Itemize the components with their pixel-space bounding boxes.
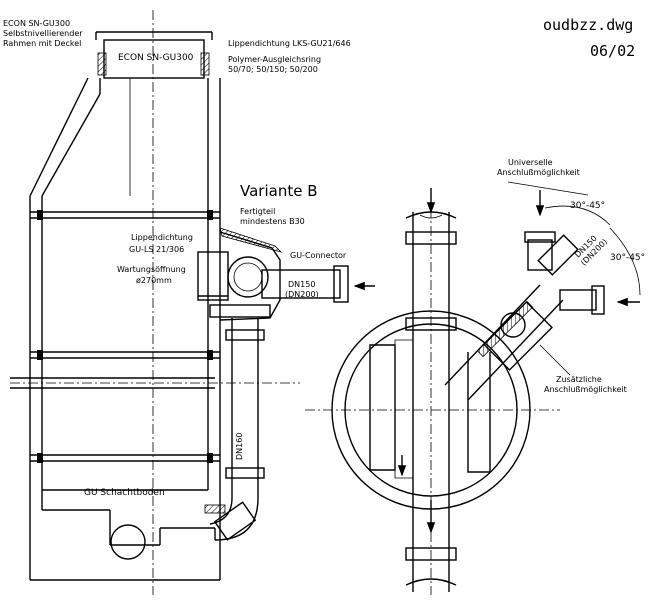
label-dn160: DN160 bbox=[235, 433, 244, 460]
label-maint-2: ø270mm bbox=[136, 276, 172, 285]
label-angle-2: 30°-45° bbox=[610, 253, 645, 263]
label-frame-1: ECON SN-GU300 bbox=[3, 19, 70, 28]
shaft-inner-circle bbox=[344, 323, 518, 497]
label-polymer-1: Polymer-Ausgleichsring bbox=[228, 55, 321, 64]
section-view bbox=[10, 10, 375, 595]
file-name: oudbzz.dwg bbox=[543, 16, 633, 34]
frame-seal-right bbox=[200, 52, 210, 76]
label-universal-2: Anschlußmöglichkeit bbox=[497, 168, 580, 177]
plan-view bbox=[305, 181, 641, 595]
label-shaft-bottom: GU Schachtboden bbox=[84, 488, 165, 498]
label-additional-1: Zusätzliche bbox=[556, 375, 602, 384]
label-dn200: (DN200) bbox=[285, 290, 319, 299]
label-prefab-2: mindestens B30 bbox=[240, 217, 305, 226]
label-frame-2: Selbstnivellierender bbox=[3, 29, 83, 38]
variant-title: Variante B bbox=[240, 182, 318, 200]
label-frame-3: Rahmen mit Deckel bbox=[3, 39, 81, 48]
label-additional-2: Anschlußmöglichkeit bbox=[544, 385, 627, 394]
label-lip-seal-side-1: Lippendichtung bbox=[131, 233, 193, 242]
vertical-pipe bbox=[209, 318, 265, 541]
shaft-bottom bbox=[41, 489, 226, 560]
prefab-housing bbox=[197, 227, 349, 321]
angle-arc-2 bbox=[609, 227, 641, 296]
angle-arc-1 bbox=[544, 205, 611, 226]
label-prefab-1: Fertigteil bbox=[240, 207, 275, 216]
label-lip-seal-side-2: GU-LS 21/306 bbox=[129, 245, 184, 254]
ring-joints bbox=[30, 210, 220, 463]
label-angle-1: 30°-45° bbox=[570, 201, 605, 211]
diagonal-branch bbox=[444, 231, 605, 401]
label-dn150: DN150 bbox=[288, 280, 315, 289]
label-universal-1: Universelle bbox=[508, 158, 553, 167]
label-lip-seal-top: Lippendichtung LKS-GU21/646 bbox=[228, 39, 351, 48]
label-frame-box: ECON SN-GU300 bbox=[118, 53, 194, 63]
frame-seal-left bbox=[97, 52, 107, 76]
label-gu-connector: GU-Connector bbox=[290, 251, 347, 260]
label-maint-1: Wartungsöffnung bbox=[117, 265, 186, 274]
gu-connector-pipe bbox=[261, 269, 341, 299]
label-polymer-2: 50/70; 50/150; 50/200 bbox=[228, 65, 318, 74]
drawing-date: 06/02 bbox=[590, 42, 635, 60]
